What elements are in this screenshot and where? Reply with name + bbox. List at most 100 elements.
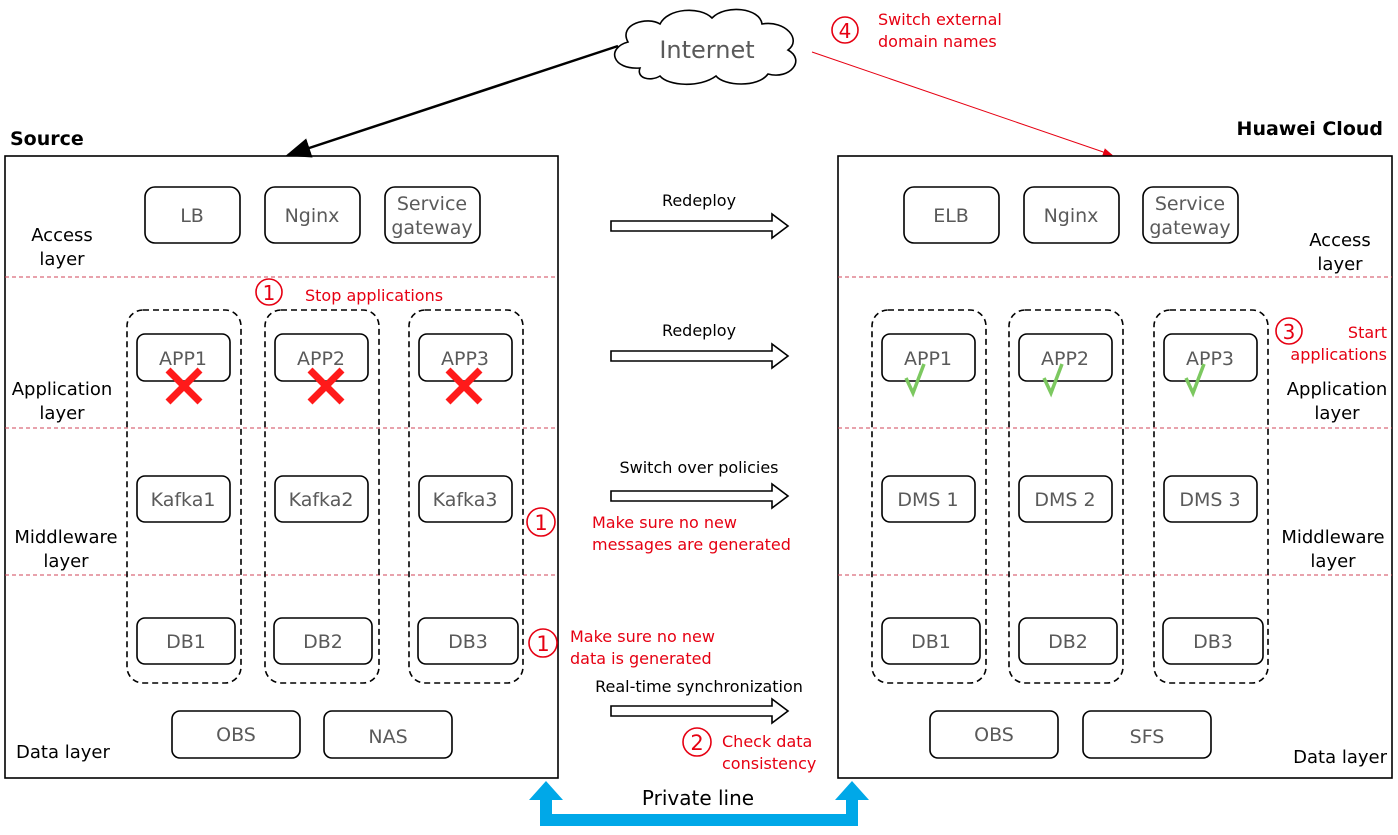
cloud-group-1 bbox=[871, 309, 987, 684]
internet-label: Internet bbox=[659, 36, 754, 64]
flow-arrow-3 bbox=[610, 482, 790, 510]
step-3-circle bbox=[1275, 317, 1303, 345]
source-kafka3-label: Kafka3 bbox=[433, 489, 498, 511]
private-line-connector bbox=[529, 781, 869, 826]
cloud-group-2 bbox=[1008, 309, 1124, 684]
cloud-db1-label: DB1 bbox=[911, 631, 951, 653]
source-kafka3-box bbox=[418, 475, 513, 523]
source-kafka2-box bbox=[274, 475, 369, 523]
cloud-obs-label: OBS bbox=[974, 724, 1014, 746]
source-nas-label: NAS bbox=[368, 726, 407, 748]
source-app1-label: APP1 bbox=[159, 348, 207, 370]
source-db2-box bbox=[273, 617, 373, 665]
flow-label-1: Redeploy bbox=[662, 191, 736, 210]
step-1a-circle bbox=[255, 278, 283, 306]
flow-arrow-2 bbox=[610, 342, 790, 370]
cloud-layer-data: Data layer bbox=[1293, 747, 1387, 768]
cloud-sfs-label: SFS bbox=[1130, 726, 1165, 748]
cloud-elb-box bbox=[903, 186, 1000, 244]
flow-arrow-1 bbox=[610, 212, 790, 240]
cloud-app2-label: APP2 bbox=[1041, 348, 1089, 370]
source-nginx-box bbox=[264, 186, 361, 244]
step-1b-number: 1 bbox=[534, 511, 547, 535]
flow-arrow-4 bbox=[610, 697, 790, 725]
cloud-elb-label: ELB bbox=[933, 205, 969, 227]
cloud-frame bbox=[837, 155, 1393, 779]
source-app3-label: APP3 bbox=[441, 348, 489, 370]
cloud-app3-box bbox=[1163, 333, 1258, 382]
step-2-number: 2 bbox=[690, 731, 703, 755]
step-1b-circle bbox=[526, 507, 556, 537]
cloud-db3-box bbox=[1162, 617, 1264, 665]
cloud-dms1-label: DMS 1 bbox=[897, 489, 958, 511]
source-lb-box bbox=[144, 186, 241, 244]
cloud-nginx-box bbox=[1023, 186, 1120, 244]
app2-started-check-icon bbox=[1042, 363, 1064, 398]
cloud-app1-box bbox=[881, 333, 976, 382]
source-db1-box bbox=[136, 617, 236, 665]
cloud-db1-box bbox=[881, 617, 981, 665]
source-obs-label: OBS bbox=[216, 724, 256, 746]
source-app2-label: APP2 bbox=[297, 348, 345, 370]
cloud-gateway-box bbox=[1142, 186, 1239, 244]
flow-label-4: Real-time synchronization bbox=[595, 677, 803, 696]
cloud-dms1-box bbox=[881, 475, 976, 523]
source-db2-label: DB2 bbox=[303, 631, 343, 653]
source-db3-box bbox=[417, 617, 519, 665]
source-kafka1-box bbox=[136, 475, 231, 523]
flow-label-2: Redeploy bbox=[662, 321, 736, 340]
source-kafka2-label: Kafka2 bbox=[289, 489, 354, 511]
app3-started-check-icon bbox=[1184, 363, 1206, 398]
internet-to-source-arrow bbox=[285, 44, 619, 158]
source-group-3 bbox=[408, 309, 524, 684]
cloud-nginx-label: Nginx bbox=[1044, 205, 1099, 227]
cloud-dms3-box bbox=[1163, 475, 1258, 523]
source-group-1 bbox=[126, 309, 242, 684]
source-db1-label: DB1 bbox=[166, 631, 206, 653]
app2-stopped-cross-icon bbox=[307, 367, 345, 405]
private-line-label: Private line bbox=[642, 786, 754, 810]
source-kafka1-label: Kafka1 bbox=[151, 489, 216, 511]
source-frame bbox=[4, 155, 559, 779]
flow-label-3: Switch over policies bbox=[619, 458, 778, 477]
cloud-db2-label: DB2 bbox=[1048, 631, 1088, 653]
cloud-sfs-box bbox=[1082, 710, 1212, 759]
cloud-db2-box bbox=[1018, 617, 1118, 665]
app3-stopped-cross-icon bbox=[445, 367, 483, 405]
step-4-circle bbox=[831, 16, 859, 44]
app1-started-check-icon bbox=[904, 363, 926, 398]
cloud-obs-box bbox=[929, 710, 1059, 759]
cloud-dms2-box bbox=[1018, 475, 1113, 523]
source-nginx-label: Nginx bbox=[285, 205, 340, 227]
source-nas-box bbox=[323, 710, 453, 759]
source-group-2 bbox=[264, 309, 380, 684]
source-db3-label: DB3 bbox=[448, 631, 488, 653]
cloud-dms3-label: DMS 3 bbox=[1179, 489, 1240, 511]
step-1a-text: Stop applications bbox=[305, 286, 443, 305]
step-1c-circle bbox=[528, 628, 558, 658]
step-3-number: 3 bbox=[1283, 320, 1296, 344]
source-layer-data: Data layer bbox=[16, 742, 110, 763]
source-title: Source bbox=[10, 128, 84, 150]
cloud-db3-label: DB3 bbox=[1193, 631, 1233, 653]
cloud-app2-box bbox=[1018, 333, 1113, 382]
step-1a-number: 1 bbox=[263, 281, 276, 305]
step-2-circle bbox=[682, 727, 712, 757]
source-obs-box bbox=[171, 710, 301, 759]
step-4-number: 4 bbox=[839, 19, 852, 43]
cloud-app1-label: APP1 bbox=[904, 348, 952, 370]
